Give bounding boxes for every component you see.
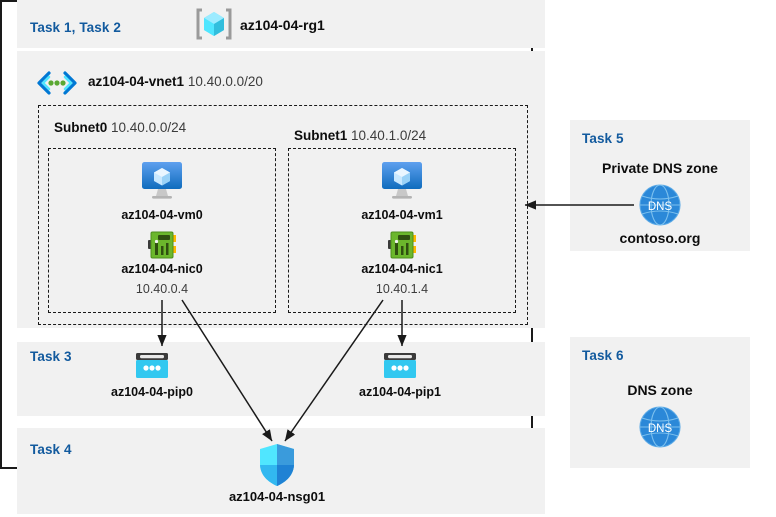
svg-text:DNS: DNS [648, 201, 673, 213]
subnet1-cidr: 10.40.1.0/24 [351, 128, 427, 143]
virtual-machine-icon [380, 160, 424, 200]
resource-group-panel [17, 0, 545, 48]
network-interface-icon [146, 230, 178, 260]
subnet0-header: Subnet0 10.40.0.0/24 [54, 120, 186, 135]
dns-zone-icon: DNS [638, 183, 682, 227]
nic1-ip: 10.40.1.4 [375, 282, 429, 296]
task-label-4: Task 4 [30, 442, 72, 457]
task-label-5: Task 5 [582, 131, 624, 146]
nic1-label: az104-04-nic1 [361, 262, 443, 276]
network-security-group-icon [258, 443, 296, 487]
dns-zone-icon: DNS [638, 405, 682, 449]
subnets-container [38, 105, 528, 325]
dns-zone-heading: DNS zone [627, 382, 693, 398]
virtual-machine-icon [140, 160, 184, 200]
nic0-ip: 10.40.0.4 [135, 282, 189, 296]
network-interface-icon [386, 230, 418, 260]
subnet0-cidr: 10.40.0.0/24 [111, 120, 187, 135]
nsg-label: az104-04-nsg01 [228, 489, 326, 504]
vnet-panel [17, 51, 545, 328]
subnet1-header: Subnet1 10.40.1.0/24 [294, 128, 426, 143]
vm1-label: az104-04-vm1 [361, 208, 443, 222]
task-label-6: Task 6 [582, 348, 624, 363]
task3-panel [17, 342, 545, 416]
task-label-1-2: Task 1, Task 2 [30, 20, 121, 35]
nic0-label: az104-04-nic0 [121, 262, 203, 276]
pip1-label: az104-04-pip1 [359, 385, 441, 399]
resource-group-name: az104-04-rg1 [240, 17, 325, 33]
subnet0-name: Subnet0 [54, 120, 108, 135]
resource-group-icon [196, 7, 232, 41]
public-ip-address-icon [135, 352, 169, 380]
vnet-name: az104-04-vnet1 [88, 74, 185, 89]
virtual-network-icon [36, 70, 78, 96]
pip0-label: az104-04-pip0 [111, 385, 193, 399]
vm0-label: az104-04-vm0 [121, 208, 203, 222]
private-dns-zone-name: contoso.org [619, 230, 701, 246]
svg-text:DNS: DNS [648, 423, 673, 435]
private-dns-zone-heading: Private DNS zone [602, 160, 718, 176]
subnet1-name: Subnet1 [294, 128, 348, 143]
vnet-cidr: 10.40.0.0/20 [187, 74, 263, 89]
vnet-header: az104-04-vnet1 10.40.0.0/20 [88, 74, 263, 89]
task-label-3: Task 3 [30, 349, 72, 364]
public-ip-address-icon [383, 352, 417, 380]
